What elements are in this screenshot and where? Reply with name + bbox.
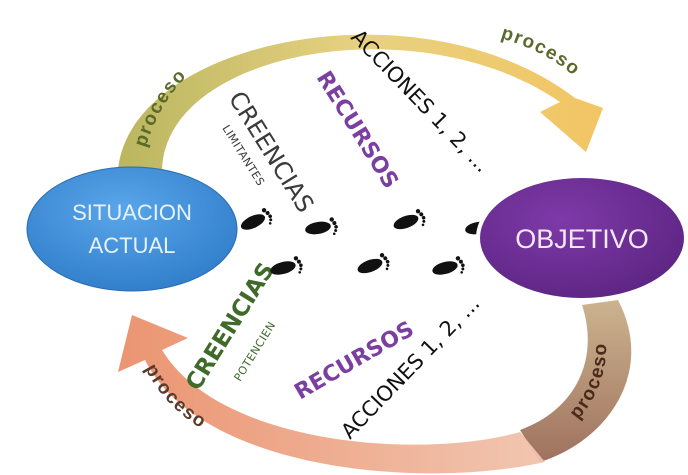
situation-line1: SITUACION	[72, 200, 192, 225]
bottom-right-process-arrow	[520, 300, 632, 462]
top-process-arrow	[118, 34, 603, 170]
objective-node: OBJETIVO	[476, 174, 688, 302]
objective-label: OBJETIVO	[515, 224, 649, 254]
bottom-left-process-arrow	[118, 315, 545, 474]
situation-line2: ACTUAL	[89, 233, 176, 258]
situation-node: SITUACION ACTUAL	[26, 166, 238, 292]
